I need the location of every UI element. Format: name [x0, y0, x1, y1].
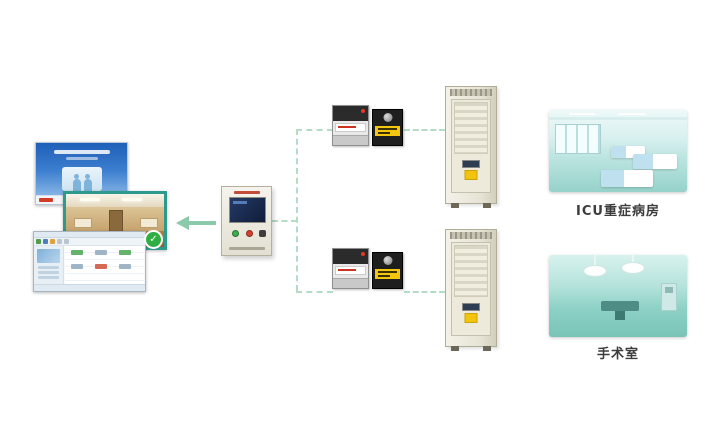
toolbar-button-icon: [36, 239, 41, 244]
ats-switch-top-cover: [333, 249, 368, 264]
ats-switch-pair-top: [332, 102, 404, 148]
ward-windows: [555, 124, 601, 154]
panel-caption-text-placeholder: [228, 247, 265, 250]
ats-switch-white-unit: [332, 105, 369, 146]
operating-room-label: 手术室: [596, 347, 639, 362]
toolbar-button-icon: [57, 239, 62, 244]
sidebar-item-placeholder: [38, 276, 59, 279]
operating-table-shape: [601, 301, 639, 320]
sidebar-item-placeholder: [38, 271, 59, 274]
cabinet-display: [462, 303, 480, 311]
cabinet-module-rows: [454, 245, 488, 297]
device-status-chip: [119, 250, 131, 255]
sidebar-thumbnail: [37, 249, 60, 263]
hospital-bed-shape: [633, 154, 677, 169]
cabinet-foot: [483, 346, 491, 351]
warning-sticker-icon: [464, 170, 478, 180]
corridor-door-shape: [109, 210, 123, 232]
cabinet-module-rows: [454, 102, 488, 154]
power-distribution-cabinet-top: [445, 86, 497, 208]
surgical-light-icon: [583, 265, 607, 277]
operating-room-photo: [549, 255, 687, 337]
person-figure-icon: [72, 174, 81, 191]
panel-red-indicator-button: [246, 230, 253, 237]
ats-indicator-dot: [361, 252, 365, 256]
cabinet-vent-grille: [450, 89, 492, 96]
ats-switch-top-cover: [333, 106, 368, 121]
cabinet-foot: [451, 203, 459, 208]
device-status-chip: [95, 250, 107, 255]
toolbar-button-icon: [43, 239, 48, 244]
ceiling-light-icon: [619, 113, 645, 115]
cabinet-foot: [451, 346, 459, 351]
ats-base: [333, 278, 368, 288]
connector-bottom-ats-to-cabinet: [404, 291, 445, 293]
ats-switch-black-unit: [372, 109, 403, 146]
icu-ward-photo: [549, 110, 687, 192]
panel-switch-knob: [259, 230, 266, 237]
curtain-rail: [549, 117, 687, 120]
connector-top-ats-to-cabinet: [404, 129, 445, 131]
surgical-light-arm: [632, 255, 634, 267]
presentation-title-placeholder: [53, 150, 110, 154]
power-distribution-cabinet-bottom: [445, 229, 497, 351]
software-toolbar: [34, 238, 145, 246]
ats-yellow-label-band: [375, 269, 400, 279]
ceiling-light-icon: [569, 113, 595, 115]
connector-trunk-vertical: [296, 129, 298, 291]
cabinet-door: [451, 242, 491, 336]
device-status-chip: [71, 264, 83, 269]
device-status-chip: [95, 264, 107, 269]
ats-yellow-label-band: [375, 126, 400, 136]
presentation-subtitle-placeholder: [65, 157, 98, 160]
ceiling-light-icon: [122, 198, 142, 201]
cabinet-foot: [483, 203, 491, 208]
device-status-chip: [119, 264, 131, 269]
ats-switch-black-unit: [372, 252, 403, 289]
panel-green-indicator-button: [232, 230, 239, 237]
cabinet-door: [451, 99, 491, 193]
software-sidebar: [34, 246, 64, 284]
ats-rotary-knob: [383, 256, 392, 265]
ward-bed-shape: [140, 218, 158, 228]
surgical-light-arm: [594, 255, 596, 267]
corridor-ceiling: [66, 194, 164, 207]
check-icon: ✓: [146, 232, 161, 247]
medical-equipment-shape: [661, 283, 677, 311]
connector-top-branch: [296, 129, 333, 131]
ats-switch-white-unit: [332, 248, 369, 289]
device-status-chip: [71, 250, 83, 255]
ats-label-band: [335, 266, 366, 275]
monitoring-control-panel: [221, 186, 272, 256]
presentation-photo: [61, 167, 102, 191]
ats-base: [333, 135, 368, 145]
ats-switch-pair-bottom: [332, 245, 404, 291]
ats-rotary-knob: [383, 113, 392, 122]
sidebar-item-placeholder: [38, 266, 59, 269]
ats-label-band: [335, 123, 366, 132]
warning-sticker-icon: [464, 313, 478, 323]
person-figure-icon: [83, 174, 92, 191]
toolbar-button-icon: [64, 239, 69, 244]
scada-software-screen: [33, 231, 146, 292]
toolbar-button-icon: [50, 239, 55, 244]
ceiling-light-icon: [80, 198, 100, 201]
cabinet-vent-grille: [450, 232, 492, 239]
software-menubar: [34, 232, 145, 238]
connector-panel-to-trunk: [272, 220, 297, 222]
brand-logo-icon: [39, 198, 53, 202]
panel-display-screen: [229, 197, 266, 223]
ats-indicator-dot: [361, 109, 365, 113]
cabinet-display: [462, 160, 480, 168]
panel-brand-text-placeholder: [233, 191, 260, 194]
software-statusbar: [34, 284, 145, 291]
hospital-bed-shape: [601, 170, 653, 187]
connector-bottom-branch: [296, 291, 333, 293]
software-main-area: [65, 246, 144, 284]
icu-ward-label: ICU重症病房: [576, 204, 660, 219]
surgical-light-icon: [621, 262, 645, 274]
ward-bed-shape: [74, 218, 92, 228]
flow-arrow-left-icon: [176, 216, 216, 230]
